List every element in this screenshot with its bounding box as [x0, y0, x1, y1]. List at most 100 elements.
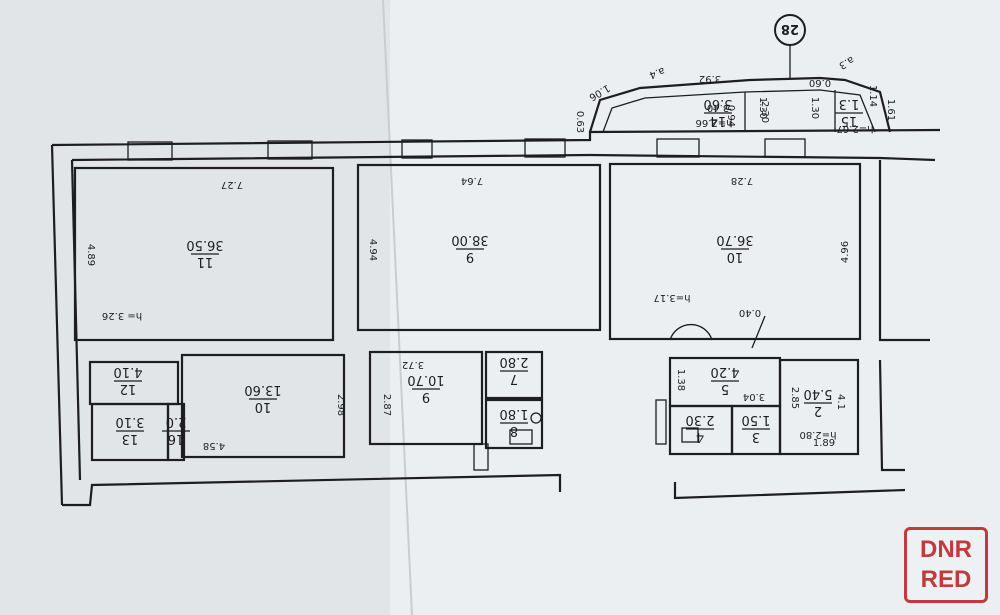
dimension-label: 0.63	[574, 111, 585, 133]
room-label: 54.20	[711, 364, 740, 396]
dimension-label: 1.14	[867, 85, 878, 107]
room-label: 72.80	[500, 354, 529, 386]
room-area: 1.80	[500, 406, 529, 421]
paper-fold-line	[382, 0, 413, 615]
room-area: 2.30	[686, 412, 715, 427]
room-16	[166, 402, 186, 462]
room-area: 5.40	[804, 386, 833, 401]
paper-right-panel	[390, 0, 1000, 615]
room-number: 10	[727, 249, 744, 264]
room-number: 9	[466, 249, 474, 264]
bottom-wall-right	[673, 482, 906, 500]
room-label: 11 36.50	[186, 237, 223, 269]
dimension-label: 7.28	[731, 175, 753, 186]
right-wall-upper	[878, 160, 930, 342]
left-exterior-wall	[50, 144, 64, 506]
room-label: 133.10	[116, 414, 145, 446]
window	[127, 141, 173, 161]
stair	[473, 443, 489, 471]
room-label: 31.50	[742, 412, 771, 444]
dimension-label: h=3.17	[654, 292, 691, 303]
room-area: 1.3	[839, 96, 860, 111]
dimension-label: 4.94	[367, 239, 378, 261]
room-area: 13.60	[244, 382, 281, 397]
room-number: 10	[255, 399, 272, 414]
room-number: 5	[721, 381, 729, 396]
room-label: 143.60	[704, 96, 733, 128]
watermark-line2: RED	[920, 566, 972, 593]
room-area: 2.80	[500, 354, 529, 369]
stair	[655, 399, 667, 445]
right-wall-lower	[878, 359, 905, 472]
dimension-label: 7.27	[221, 179, 243, 190]
room-area: 38.00	[451, 232, 488, 247]
watermark-line1: DNR	[920, 536, 972, 563]
watermark-logo: DNR RED	[904, 527, 988, 603]
room-number: 15	[841, 113, 858, 128]
dimension-label: h=2.66	[696, 117, 733, 128]
dimension-label: 1.89	[813, 438, 835, 449]
dimension-label: 2.85	[789, 387, 800, 409]
room-number: 14	[710, 113, 727, 128]
room-label: 81.80	[500, 406, 529, 438]
room-10-small	[180, 353, 346, 459]
room-area: 1.50	[742, 412, 771, 427]
dimension-label: 2.30	[759, 101, 770, 123]
dimension-label: 2.87	[381, 394, 392, 416]
room-9-large	[356, 163, 602, 332]
dimension-label: 1.30	[809, 97, 820, 119]
room-label: 151.3	[835, 96, 863, 128]
room-number: 9	[422, 389, 430, 404]
fixture-icon	[530, 412, 542, 424]
bay-outer-wall	[588, 76, 892, 133]
dimension-label: a.4	[648, 65, 666, 81]
room-8	[484, 398, 544, 450]
room-number: 11	[197, 254, 214, 269]
dimension-label: 7.64	[461, 175, 483, 186]
dimension-label: 2.98	[335, 394, 346, 416]
room-number: 3	[752, 429, 760, 444]
leader-line	[751, 315, 766, 349]
room-area: 36.50	[186, 237, 223, 252]
fixture-icon	[509, 429, 533, 445]
dimension-label: 0.40	[739, 307, 761, 318]
room-label: 910.70	[407, 372, 444, 404]
room-area: 3.10	[116, 414, 145, 429]
top-interior-wall	[71, 153, 936, 162]
room-label: 162.0	[162, 414, 190, 446]
room-2	[778, 358, 860, 456]
window	[524, 138, 566, 158]
fixture-icon	[681, 427, 699, 443]
dimension-label: 0.94	[725, 105, 736, 127]
dimension-label: h=2.67	[837, 123, 874, 134]
room-number: 2	[814, 403, 822, 418]
bottom-wall-left	[62, 473, 562, 507]
room-label: 42.30	[686, 412, 715, 444]
room-number: 16	[168, 431, 185, 446]
room-label: 25.40	[804, 386, 833, 418]
room-label: 10 13.60	[244, 382, 281, 414]
window	[656, 138, 700, 158]
room-area: 2.0	[166, 414, 187, 429]
marker-number: 28	[781, 21, 799, 36]
room-10-large	[608, 162, 862, 341]
room-9-small	[368, 350, 484, 446]
room-area: 10.70	[407, 372, 444, 387]
window	[401, 139, 433, 159]
dimension-label: 3.40	[707, 102, 729, 113]
dimension-label: h=2.80	[800, 429, 837, 440]
window	[764, 138, 806, 158]
room-number: 12	[120, 381, 137, 396]
dimension-label: h= 3.26	[102, 310, 142, 321]
room-label: 124.10	[114, 364, 143, 396]
room-labels: 1136.50938.001036.70124.10133.10162.0101…	[114, 96, 863, 446]
paper-left-panel	[0, 0, 390, 615]
room-number: 7	[510, 371, 518, 386]
dimension-label: 3.04	[743, 391, 765, 402]
top-exterior-wall	[51, 128, 941, 147]
dimension-label: 0.60	[809, 77, 831, 88]
dimension-label: 4.58	[203, 440, 225, 451]
room-7	[484, 350, 544, 400]
